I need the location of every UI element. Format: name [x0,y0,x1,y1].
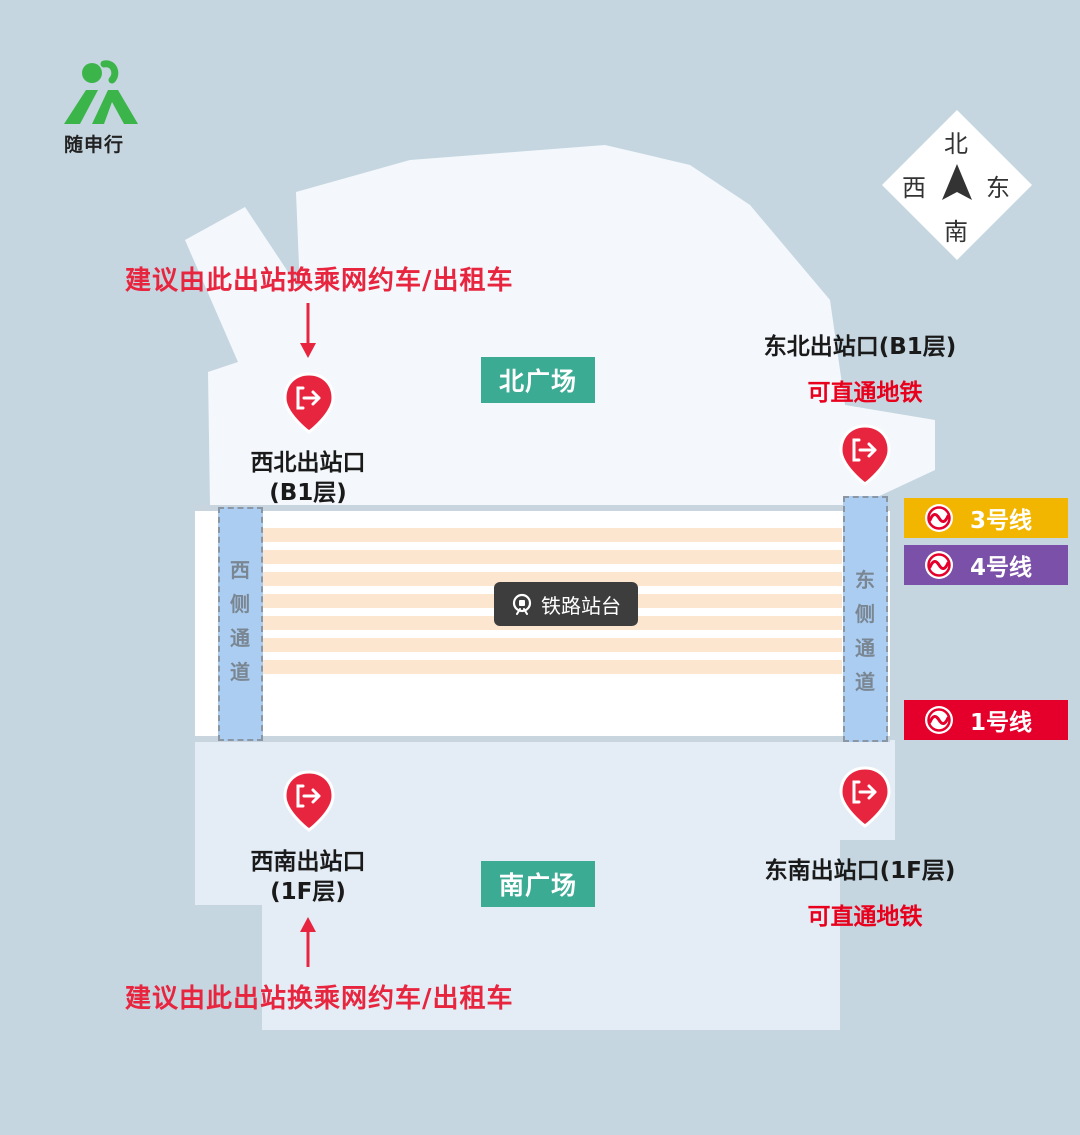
exit-pin-icon[interactable] [839,766,891,828]
east-corridor-text: 东侧通道 [855,568,875,694]
exit-southwest-name: 西南出站口 [250,849,366,875]
compass-south: 南 [944,218,968,246]
compass-east: 东 [986,174,1010,202]
west-corridor[interactable] [218,507,263,741]
east-corridor[interactable] [843,496,888,742]
compass-north: 北 [944,130,968,158]
exit-northwest[interactable]: 西北出站口 (B1层) [208,448,408,508]
railway-platform-label: 铁路站台 [541,593,621,618]
railway-platform-tag[interactable]: 铁路站台 [494,582,638,626]
shanghai-metro-icon [925,551,953,579]
platform-edge-bottom [195,736,890,742]
metro-line-3-badge[interactable]: 3号线 [904,498,1068,538]
exit-pin-icon[interactable] [283,372,335,434]
advice-arrows [300,303,316,967]
compass-west: 西 [902,174,926,202]
advice-top: 建议由此出站换乘网约车/出租车 [125,266,514,296]
railway-icon [512,593,532,615]
compass-icon [882,110,1032,260]
advice-bottom: 建议由此出站换乘网约车/出租车 [125,984,514,1014]
exit-southwest-floor: (1F层) [270,879,346,905]
metro-line-4-badge[interactable]: 4号线 [904,545,1068,585]
exit-northwest-name: 西北出站口 [250,450,366,476]
suishenxing-logo-icon [64,60,138,124]
east-corridor-label: 东侧通道 [850,563,880,699]
exit-northwest-floor: (B1层) [269,480,347,506]
shanghai-metro-icon [925,706,953,734]
metro-line-3-name: 3号线 [970,508,1033,534]
north-area [185,145,935,505]
exit-pin-icon[interactable] [283,770,335,832]
platform-edge-top [195,505,890,511]
south-plaza-label: 南广场 [481,861,595,907]
exit-northeast-note: 可直通地铁 [807,380,923,406]
west-corridor-label: 西侧通道 [225,553,255,689]
exit-southeast-name[interactable]: 东南出站口(1F层) [764,858,956,884]
shanghai-metro-icon [925,504,953,532]
metro-line-1-name: 1号线 [970,710,1033,736]
exit-southwest[interactable]: 西南出站口 (1F层) [208,847,408,907]
exit-southeast-note: 可直通地铁 [807,904,923,930]
logo-text: 随申行 [64,134,125,156]
metro-line-1-badge[interactable]: 1号线 [904,700,1068,740]
metro-line-4-name: 4号线 [970,555,1033,581]
north-plaza-label: 北广场 [481,357,595,403]
exit-pin-icon[interactable] [839,424,891,486]
west-corridor-text: 西侧通道 [230,558,250,684]
exit-northeast-name[interactable]: 东北出站口(B1层) [763,334,957,360]
